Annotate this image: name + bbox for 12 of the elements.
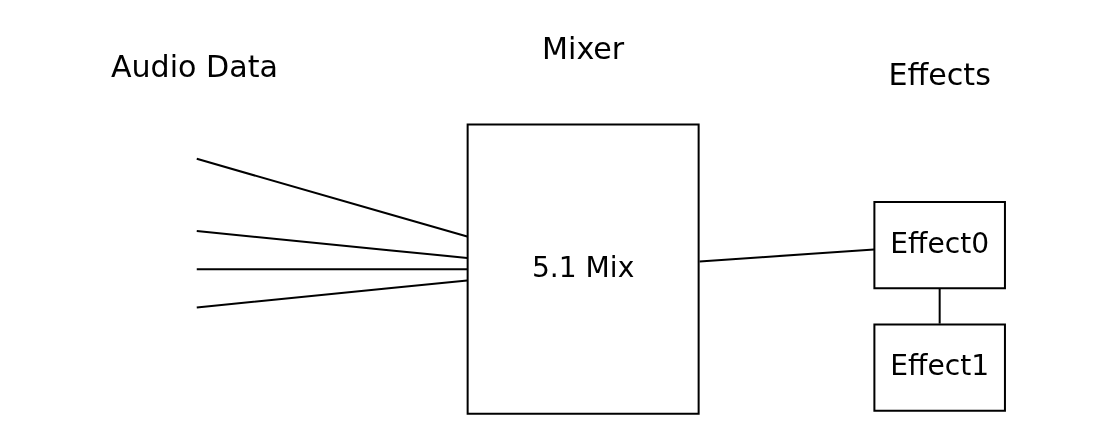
- label: Effects: [888, 57, 991, 93]
- connector: [196, 268, 468, 271]
- node-box: 5.1 Mix: [466, 123, 700, 415]
- node-box: Effect0: [873, 200, 1006, 290]
- connector: [196, 279, 468, 309]
- connector: [196, 230, 468, 259]
- connector: [938, 288, 941, 324]
- node-box: Effect1: [873, 323, 1006, 412]
- connector: [699, 248, 875, 263]
- label: Mixer: [542, 31, 625, 67]
- connector: [196, 157, 468, 238]
- label: Audio Data: [110, 49, 278, 85]
